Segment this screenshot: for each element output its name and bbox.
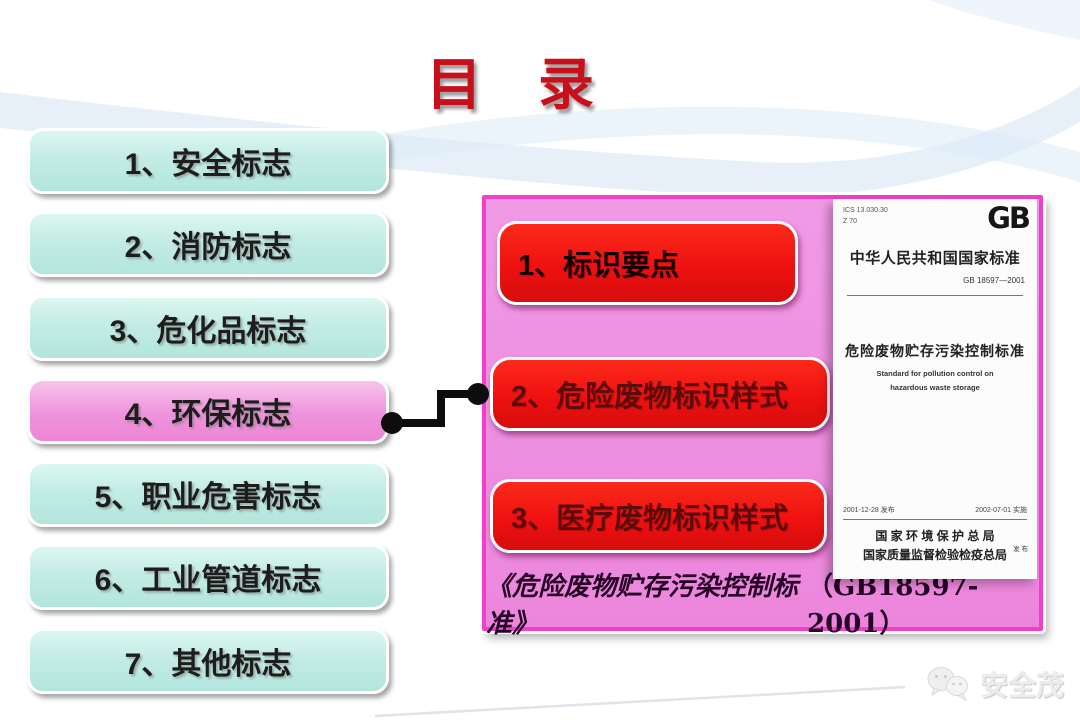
caption-standard-title: 《危险废物贮存污染控制标准》 xyxy=(486,572,799,639)
toc-item-label: 3、危化品标志 xyxy=(109,315,307,348)
toc-item-other-signs[interactable]: 7、其他标志 xyxy=(27,628,389,694)
panel-button-key-points[interactable]: 1、标识要点 xyxy=(497,221,798,305)
toc-item-fire-signs[interactable]: 2、消防标志 xyxy=(27,211,389,277)
panel-button-label: 1、标识要点 xyxy=(518,250,680,282)
doc-title-cn: 危险废物贮存污染控制标准 xyxy=(845,343,1025,359)
toc-item-safety-signs[interactable]: 1、安全标志 xyxy=(27,128,389,194)
doc-dates-row: 2001-12-28 发布 2002-07-01 实施 xyxy=(843,505,1027,515)
doc-publish-label: 发 布 xyxy=(1013,546,1028,553)
toc-item-label: 2、消防标志 xyxy=(124,231,292,264)
doc-issue-date: 2001-12-28 发布 xyxy=(843,507,895,514)
doc-title-en: Standard for pollution control on hazard… xyxy=(876,369,994,393)
panel-button-hazardous-waste-style[interactable]: 2、危险废物标识样式 xyxy=(490,357,830,431)
doc-rule-bottom xyxy=(843,519,1027,520)
toc-item-label: 7、其他标志 xyxy=(124,648,292,681)
toc-item-label: 1、安全标志 xyxy=(124,148,292,181)
panel-button-label: 2、危险废物标识样式 xyxy=(511,381,789,413)
page-title: 目 录 xyxy=(426,53,594,116)
toc-item-industrial-pipeline-signs[interactable]: 6、工业管道标志 xyxy=(27,544,389,610)
doc-ics-code: ICS 13.030.30 Z 70 xyxy=(843,207,888,225)
wechat-icon xyxy=(927,667,968,702)
watermark-brand: 安全茂 xyxy=(979,670,1064,701)
detail-panel: 1、标识要点 2、危险废物标识样式 3、医疗废物标识样式 ICS 13.030.… xyxy=(482,195,1043,639)
standard-document-preview: ICS 13.030.30 Z 70 GB 中华人民共和国国家标准 GB 185… xyxy=(833,199,1037,579)
doc-standard-number: GB 18597—2001 xyxy=(963,276,1025,285)
toc-item-hazchem-signs[interactable]: 3、危化品标志 xyxy=(27,295,389,361)
doc-issuers: 国 家 环 境 保 护 总 局 国家质量监督检验检疫总局 xyxy=(862,529,1007,562)
toc-item-label: 6、工业管道标志 xyxy=(94,564,322,597)
toc-item-occupational-hazard-signs[interactable]: 5、职业危害标志 xyxy=(27,461,389,527)
doc-header: 中华人民共和国国家标准 xyxy=(849,250,1021,267)
gb-logo: GB xyxy=(987,201,1031,235)
toc-item-label: 4、环保标志 xyxy=(124,398,292,431)
panel-caption: 《危险废物贮存污染控制标准》 （GB18597-2001） xyxy=(486,572,1039,639)
watermark: 安全茂 xyxy=(926,664,1064,704)
doc-rule-top xyxy=(847,295,1023,296)
toc-item-label: 5、职业危害标志 xyxy=(94,481,322,514)
doc-implementation-date: 2002-07-01 实施 xyxy=(975,507,1027,514)
panel-button-label: 3、医疗废物标识样式 xyxy=(511,503,789,535)
toc-item-environment-signs-active[interactable]: 4、环保标志 xyxy=(27,378,389,444)
panel-button-medical-waste-style[interactable]: 3、医疗废物标识样式 xyxy=(490,479,827,553)
